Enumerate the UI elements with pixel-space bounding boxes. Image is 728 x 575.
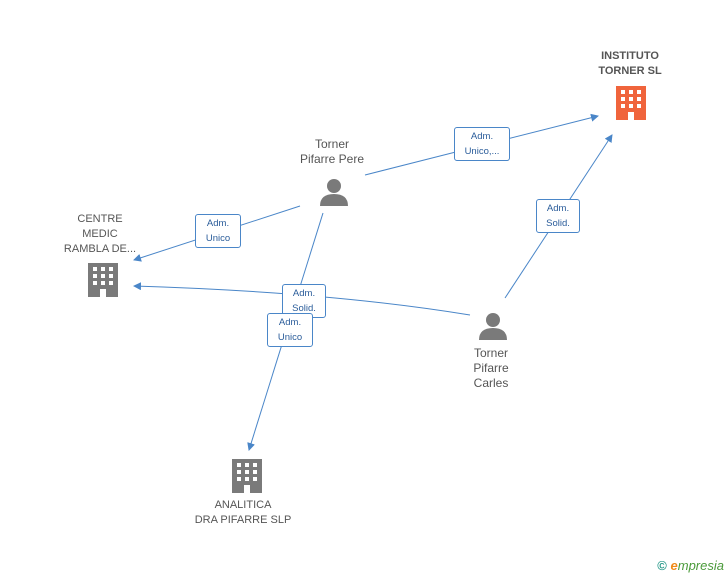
empresia-logo[interactable]: © empresia — [657, 558, 724, 573]
label-line: Pifarre Pere — [299, 152, 365, 166]
person-icon — [479, 313, 507, 340]
edge-label-line: Adm. — [278, 317, 302, 328]
edge-label-pere-analitica[interactable]: Adm. Unico — [267, 313, 313, 347]
label-line: MEDIC — [82, 228, 118, 240]
node-label-centre[interactable]: CENTRE MEDIC RAMBLA DE... — [50, 212, 150, 257]
node-label-analitica[interactable]: ANALITICA DRA PIFARRE SLP — [183, 498, 303, 528]
edge-label-line: Adm. — [470, 131, 494, 142]
node-label-instituto[interactable]: INSTITUTO TORNER SL — [580, 49, 680, 79]
label-line: TORNER SL — [598, 65, 662, 77]
edge-label-carles-instituto[interactable]: Adm. Solid. — [536, 199, 580, 233]
edge-label-line: Unico,... — [464, 146, 500, 157]
person-icon — [320, 179, 348, 206]
label-line: Pifarre — [473, 361, 509, 375]
edge-label-line: Adm. — [546, 203, 570, 214]
node-label-carles[interactable]: Torner Pifarre Carles — [441, 346, 541, 391]
edge-label-line: Adm. — [292, 288, 316, 299]
label-line: RAMBLA DE... — [63, 243, 137, 255]
edge-label-line: Solid. — [292, 303, 316, 314]
edge-label-line: Unico — [205, 233, 231, 244]
edge-label-pere-centre[interactable]: Adm. Unico — [195, 214, 241, 248]
brand-name: mpresia — [677, 558, 724, 573]
copyright-icon: © — [657, 558, 667, 573]
label-line: Torner — [473, 346, 508, 360]
edge-label-line: Unico — [277, 332, 303, 343]
edge-label-carles-centre[interactable]: Adm. Solid. — [282, 284, 326, 318]
building-icon — [88, 263, 118, 297]
edge-label-line: Adm. — [206, 218, 230, 229]
label-line: DRA PIFARRE SLP — [194, 514, 292, 526]
building-icon — [232, 459, 262, 493]
label-line: Carles — [473, 376, 509, 390]
edge-label-pere-instituto[interactable]: Adm. Unico,... — [454, 127, 510, 161]
label-line: INSTITUTO — [601, 50, 659, 62]
label-line: CENTRE — [77, 213, 123, 225]
label-line: ANALITICA — [214, 499, 272, 511]
label-line: Torner — [314, 137, 349, 151]
edge-label-line: Solid. — [546, 218, 570, 229]
building-icon — [616, 86, 646, 120]
node-label-pere[interactable]: Torner Pifarre Pere — [282, 137, 382, 167]
brand-initial: e — [670, 558, 678, 573]
